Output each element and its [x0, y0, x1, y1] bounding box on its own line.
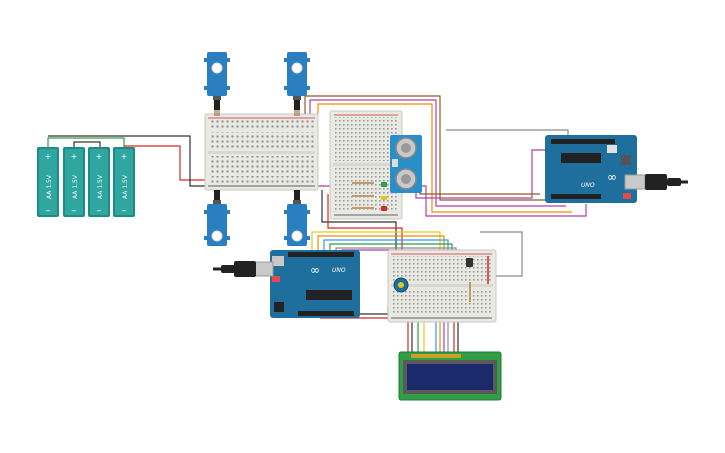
arduino-right-logo: ∞	[607, 170, 617, 184]
wire-green-ard	[329, 243, 453, 254]
potentiometer[interactable]	[393, 277, 409, 293]
wire-orange-ard	[317, 235, 445, 254]
wire-brown-top	[304, 95, 560, 201]
usb-cable-bottom	[213, 261, 274, 277]
resistors-middle	[352, 182, 374, 209]
battery-1: + AA 1.5V −	[37, 147, 59, 217]
arduino-bottom-brand: UNO	[332, 267, 346, 274]
led-green[interactable]	[381, 182, 387, 187]
arduino-bottom-logo: ∞	[310, 263, 320, 277]
wire-gray-loop	[480, 231, 523, 277]
servo-bottom-left[interactable]	[204, 190, 230, 246]
usb-cable-right	[624, 174, 688, 190]
arduino-right[interactable]: ∞ UNO	[545, 135, 637, 203]
battery-wire-red	[124, 145, 208, 181]
wire-brown-right	[419, 144, 540, 195]
battery-3: + AA 1.5V −	[88, 147, 110, 217]
arduino-right-brand: UNO	[581, 182, 595, 189]
battery-plus-sign: +	[96, 152, 103, 161]
battery-pack: + AA 1.5V − + AA 1.5V − + AA 1.5V − + AA…	[37, 147, 135, 217]
battery-minus-sign: −	[71, 207, 77, 215]
wire-black-vertical	[321, 190, 397, 252]
battery-minus-sign: −	[121, 207, 127, 215]
wire-purple-top	[309, 99, 566, 207]
battery-minus-sign: −	[45, 207, 51, 215]
battery-label: AA 1.5V	[46, 174, 53, 199]
breadboard-left[interactable]	[204, 113, 319, 191]
battery-plus-sign: +	[121, 152, 128, 161]
battery-label: AA 1.5V	[122, 174, 129, 199]
transistor[interactable]	[466, 258, 473, 267]
wire-yellow-ard	[311, 231, 441, 254]
lcd-display[interactable]	[398, 351, 502, 401]
battery-wire-green	[47, 137, 125, 148]
arduino-bottom[interactable]: ∞ UNO	[270, 250, 360, 318]
battery-label: AA 1.5V	[97, 174, 104, 199]
battery-plus-sign: +	[45, 152, 52, 161]
resistor-bottom	[469, 256, 489, 302]
breadboard-bottom[interactable]	[387, 249, 497, 323]
led-red[interactable]	[381, 206, 387, 211]
servo-top-left[interactable]	[204, 52, 230, 116]
servo-top-right[interactable]	[284, 52, 310, 116]
battery-2: + AA 1.5V −	[63, 147, 85, 217]
led-yellow[interactable]	[381, 196, 387, 200]
battery-wire-black	[73, 141, 101, 148]
battery-label: AA 1.5V	[72, 174, 79, 199]
battery-wire-black-main	[48, 135, 208, 187]
battery-4: + AA 1.5V −	[113, 147, 135, 217]
breadboard-middle[interactable]	[329, 110, 403, 220]
wire-orange-top	[317, 103, 572, 213]
servo-bottom-right[interactable]	[284, 190, 310, 246]
battery-minus-sign: −	[96, 207, 102, 215]
ultrasonic-sensor[interactable]	[390, 135, 422, 193]
battery-plus-sign: +	[71, 152, 78, 161]
wire-blue-ard	[323, 239, 449, 254]
